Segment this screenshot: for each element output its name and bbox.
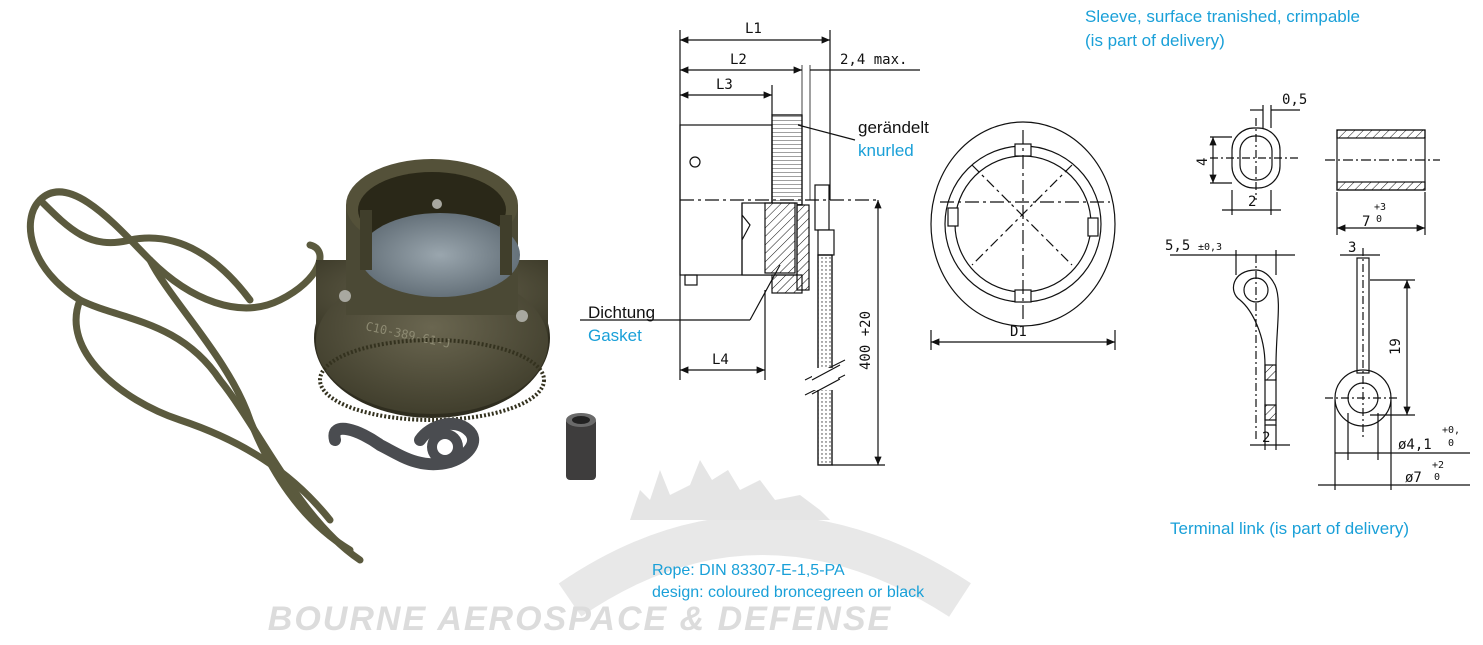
product-photo: C10-389-61-J <box>26 159 596 564</box>
dim-max: 2,4 max. <box>840 52 907 68</box>
terminal-link-label: Terminal link (is part of delivery) <box>1170 519 1410 538</box>
dim-hole-tol-lower: 0 <box>1448 438 1454 449</box>
dim-l4: L4 <box>712 352 729 368</box>
dim-outer-tol-lower: 0 <box>1434 472 1440 483</box>
dim-l3: L3 <box>716 77 733 93</box>
gasket-label-de: Dichtung <box>588 303 656 322</box>
rope-label-line1: Rope: DIN 83307-E-1,5-PA <box>652 562 845 579</box>
side-view-drawing <box>580 30 920 466</box>
gasket-label-en: Gasket <box>588 326 642 345</box>
rope-label-line2: design: coloured broncegreen or black <box>652 584 925 601</box>
dim-d1: D1 <box>1010 324 1027 340</box>
front-view-drawing <box>930 121 1116 350</box>
dim-sleeve-tol-lower: 0 <box>1376 214 1382 225</box>
dim-outer-diameter: ø7 <box>1405 470 1422 486</box>
side-view-dimensions: L1 L2 L3 L4 2,4 max. 400 +20 <box>712 21 907 370</box>
dim-link-55: 5,5 <box>1165 238 1190 254</box>
dim-sleeve-length: 7 <box>1362 214 1370 230</box>
dim-link-55-tol: ±0,3 <box>1198 242 1222 253</box>
dim-link-2: 2 <box>1262 430 1270 446</box>
watermark-skyline <box>558 460 971 617</box>
sleeve-label-line1: Sleeve, surface tranished, crimpable <box>1085 7 1360 26</box>
dim-sleeve-wall: 0,5 <box>1282 92 1307 108</box>
dim-sleeve-height: 4 <box>1195 158 1211 166</box>
dim-l2: L2 <box>730 52 747 68</box>
sleeve-dimensions: 0,5 4 2 7 +3 0 <box>1195 92 1386 230</box>
brand-watermark: BOURNE AEROSPACE & DEFENSE <box>267 600 893 638</box>
knurled-label-en: knurled <box>858 141 914 160</box>
sleeve-label-line2: (is part of delivery) <box>1085 31 1225 50</box>
dim-rope-length: 400 +20 <box>858 311 874 370</box>
terminal-link-drawing <box>1170 248 1470 490</box>
dim-sleeve-tol-upper: +3 <box>1374 202 1386 213</box>
terminal-link-photo <box>328 417 480 471</box>
dim-l1: L1 <box>745 21 762 37</box>
terminal-link-dimensions: 5,5 ±0,3 3 19 2 ø4,1 +0, 0 ø7 +2 0 <box>1165 238 1460 486</box>
dim-outer-tol-upper: +2 <box>1432 460 1444 471</box>
rope-photo <box>26 188 364 564</box>
dim-sleeve-width: 2 <box>1248 194 1256 210</box>
dim-hole-diameter: ø4,1 <box>1398 437 1432 453</box>
knurled-label-de: gerändelt <box>858 118 929 137</box>
dim-link-19: 19 <box>1388 338 1404 355</box>
dim-hole-tol-upper: +0, <box>1442 425 1460 436</box>
cap-photo: C10-389-61-J <box>314 159 550 422</box>
dim-link-3: 3 <box>1348 240 1356 256</box>
sleeve-photo <box>566 413 596 480</box>
sleeve-drawing <box>1209 105 1440 235</box>
